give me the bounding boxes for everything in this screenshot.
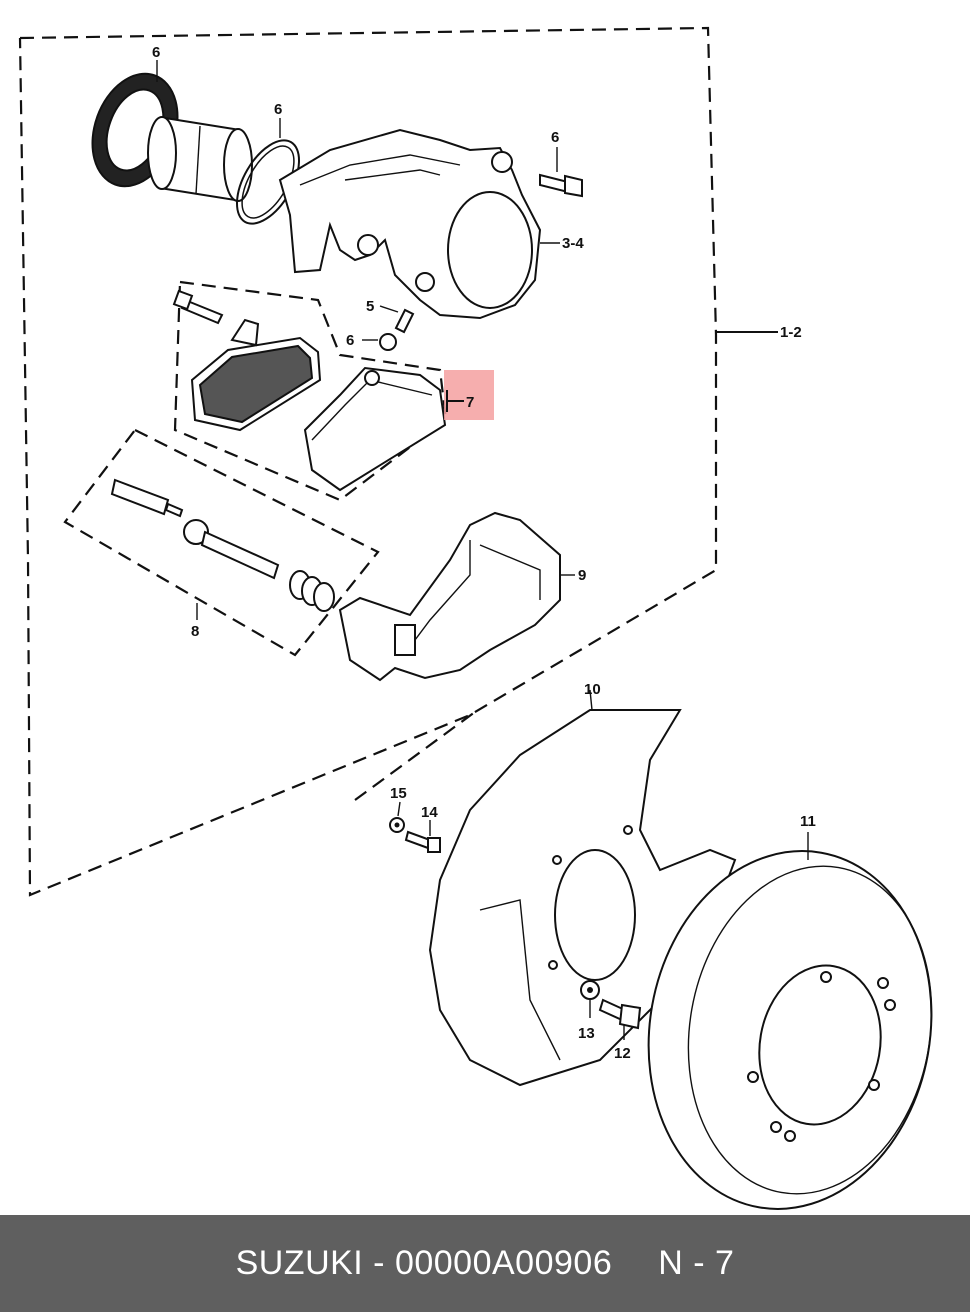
guide-pin-kit-boundary (63, 428, 380, 657)
callout-10: 10 (584, 681, 601, 698)
brake-pad-right (303, 366, 447, 492)
caliper-mount-washer (389, 801, 405, 833)
callout-6-ring: 6 (274, 101, 282, 118)
caliper-mount-bolt (404, 820, 441, 853)
callout-15: 15 (390, 785, 407, 802)
piston (147, 116, 253, 202)
bleeder-cap (362, 333, 397, 351)
caliper-bracket (338, 511, 575, 682)
reference-text: N - 7 (658, 1244, 735, 1282)
callout-1-2: 1-2 (780, 324, 802, 341)
callout-14: 14 (421, 804, 438, 821)
callout-9: 9 (578, 567, 586, 584)
callout-11: 11 (800, 813, 816, 830)
brake-assembly-diagram: 6 6 6 3-4 1-2 5 6 7 8 9 10 11 12 13 14 1… (18, 26, 933, 1210)
part-number-text: SUZUKI - 00000A00906 (235, 1244, 613, 1282)
brake-disc (647, 832, 933, 1210)
callout-5: 5 (366, 298, 374, 315)
footer-bar: SUZUKI - 00000A00906 N - 7 (0, 1215, 970, 1312)
pin-boot (289, 570, 335, 612)
caliper-body (278, 128, 560, 320)
callout-6-cap: 6 (346, 332, 354, 349)
callout-12: 12 (614, 1045, 631, 1062)
assembly-boundary (18, 26, 778, 897)
mount-dashed-leader (354, 711, 476, 801)
highlight-part-7 (444, 370, 494, 420)
callout-3-4: 3-4 (562, 235, 584, 252)
callout-7: 7 (466, 394, 474, 411)
shield-bolt (598, 998, 642, 1040)
brake-pad-left (190, 318, 322, 432)
bleeder-screw (379, 305, 415, 334)
shield-washer (580, 980, 600, 1018)
callout-8: 8 (191, 623, 199, 640)
guide-pin (183, 519, 280, 580)
grease-tube (110, 478, 184, 518)
pad-bolt (172, 289, 224, 325)
callout-6-seal: 6 (152, 44, 160, 61)
callout-13: 13 (578, 1025, 595, 1042)
callout-labels: 6 6 6 3-4 1-2 5 6 7 8 9 10 11 12 13 14 1… (152, 44, 816, 1062)
callout-6-bolt: 6 (551, 129, 559, 146)
caliper-bolt (539, 147, 583, 198)
